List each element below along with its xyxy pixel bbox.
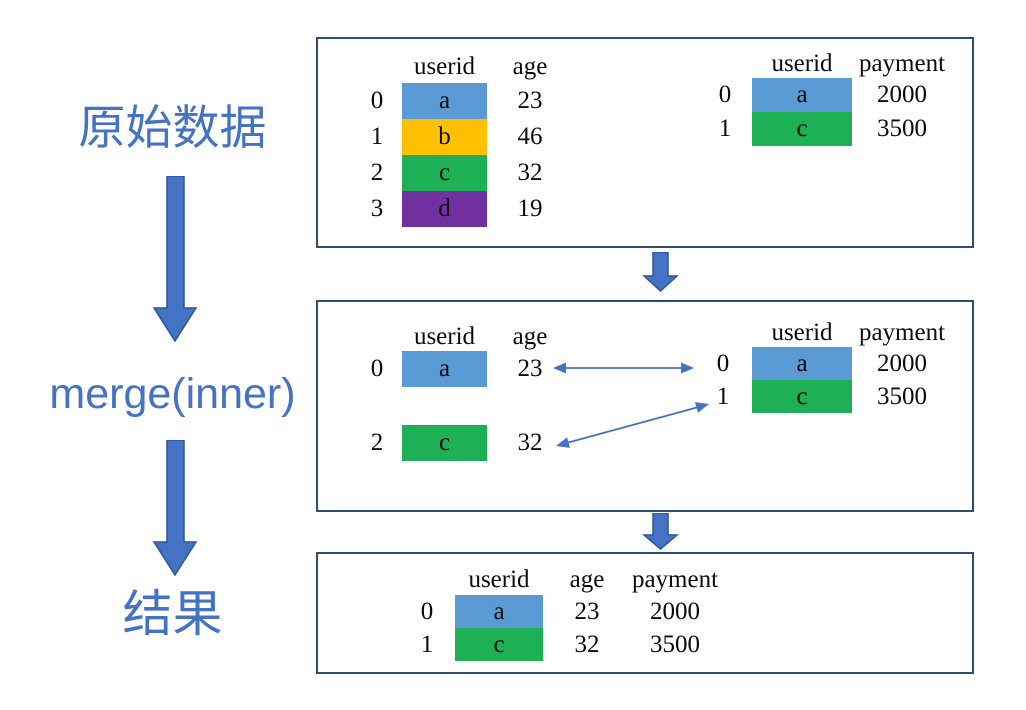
payment-value: 3500 — [877, 383, 927, 410]
userid-cell: c — [402, 155, 487, 191]
down-block-arrow-2 — [152, 440, 198, 576]
col-header-userid: userid — [771, 319, 833, 346]
row-index: 1 — [420, 631, 434, 658]
down-block-arrow-1 — [152, 176, 198, 342]
row-index: 1 — [718, 115, 732, 142]
row-index: 3 — [370, 195, 384, 222]
userid-cell: a — [752, 347, 852, 380]
userid-cell: b — [402, 119, 487, 155]
col-header-age: age — [512, 323, 548, 350]
row-index: 0 — [370, 87, 384, 114]
col-header-userid: userid — [413, 53, 476, 80]
age-value: 32 — [574, 631, 600, 658]
box2-to-box3-arrow — [641, 513, 680, 550]
col-header-age: age — [512, 53, 548, 80]
age-value: 23 — [517, 87, 543, 114]
age-value: 32 — [517, 429, 543, 456]
userid-cell: c — [752, 112, 852, 146]
userid-cell: c — [455, 628, 543, 661]
payment-value: 2000 — [877, 350, 927, 377]
merge-operation-label: merge(inner) — [49, 370, 296, 418]
payment-value: 2000 — [877, 81, 927, 108]
row-index: 0 — [370, 355, 384, 382]
col-header-userid: userid — [468, 566, 530, 593]
userid-cell: c — [402, 425, 487, 461]
row-index: 0 — [716, 350, 730, 377]
age-value: 46 — [517, 123, 543, 150]
col-header-age: age — [569, 566, 605, 593]
userid-cell: c — [752, 380, 852, 413]
row-index: 2 — [370, 159, 384, 186]
payment-value: 3500 — [877, 115, 927, 142]
result-box — [316, 552, 974, 674]
row-index: 2 — [370, 429, 384, 456]
col-header-userid: userid — [771, 50, 833, 77]
age-value: 19 — [517, 195, 543, 222]
userid-cell: a — [752, 78, 852, 112]
source-data-label: 原始数据 — [78, 101, 267, 154]
result-label: 结果 — [122, 586, 223, 642]
age-value: 32 — [517, 159, 543, 186]
box1-to-box2-arrow — [642, 252, 679, 292]
col-header-payment: payment — [858, 319, 946, 346]
payment-value: 3500 — [650, 631, 700, 658]
row-index: 0 — [420, 598, 434, 625]
userid-cell: a — [455, 595, 543, 628]
merge-match-box — [316, 300, 974, 512]
userid-cell: d — [402, 191, 487, 227]
row-index: 0 — [718, 81, 732, 108]
row-index: 1 — [716, 383, 730, 410]
userid-cell: a — [402, 351, 487, 387]
col-header-payment: payment — [631, 566, 719, 593]
col-header-userid: userid — [413, 323, 476, 350]
match-arrows — [553, 362, 709, 448]
userid-cell: a — [402, 83, 487, 119]
col-header-payment: payment — [858, 50, 946, 77]
row-index: 1 — [370, 123, 384, 150]
payment-value: 2000 — [650, 598, 700, 625]
age-value: 23 — [574, 598, 600, 625]
age-value: 23 — [517, 355, 543, 382]
